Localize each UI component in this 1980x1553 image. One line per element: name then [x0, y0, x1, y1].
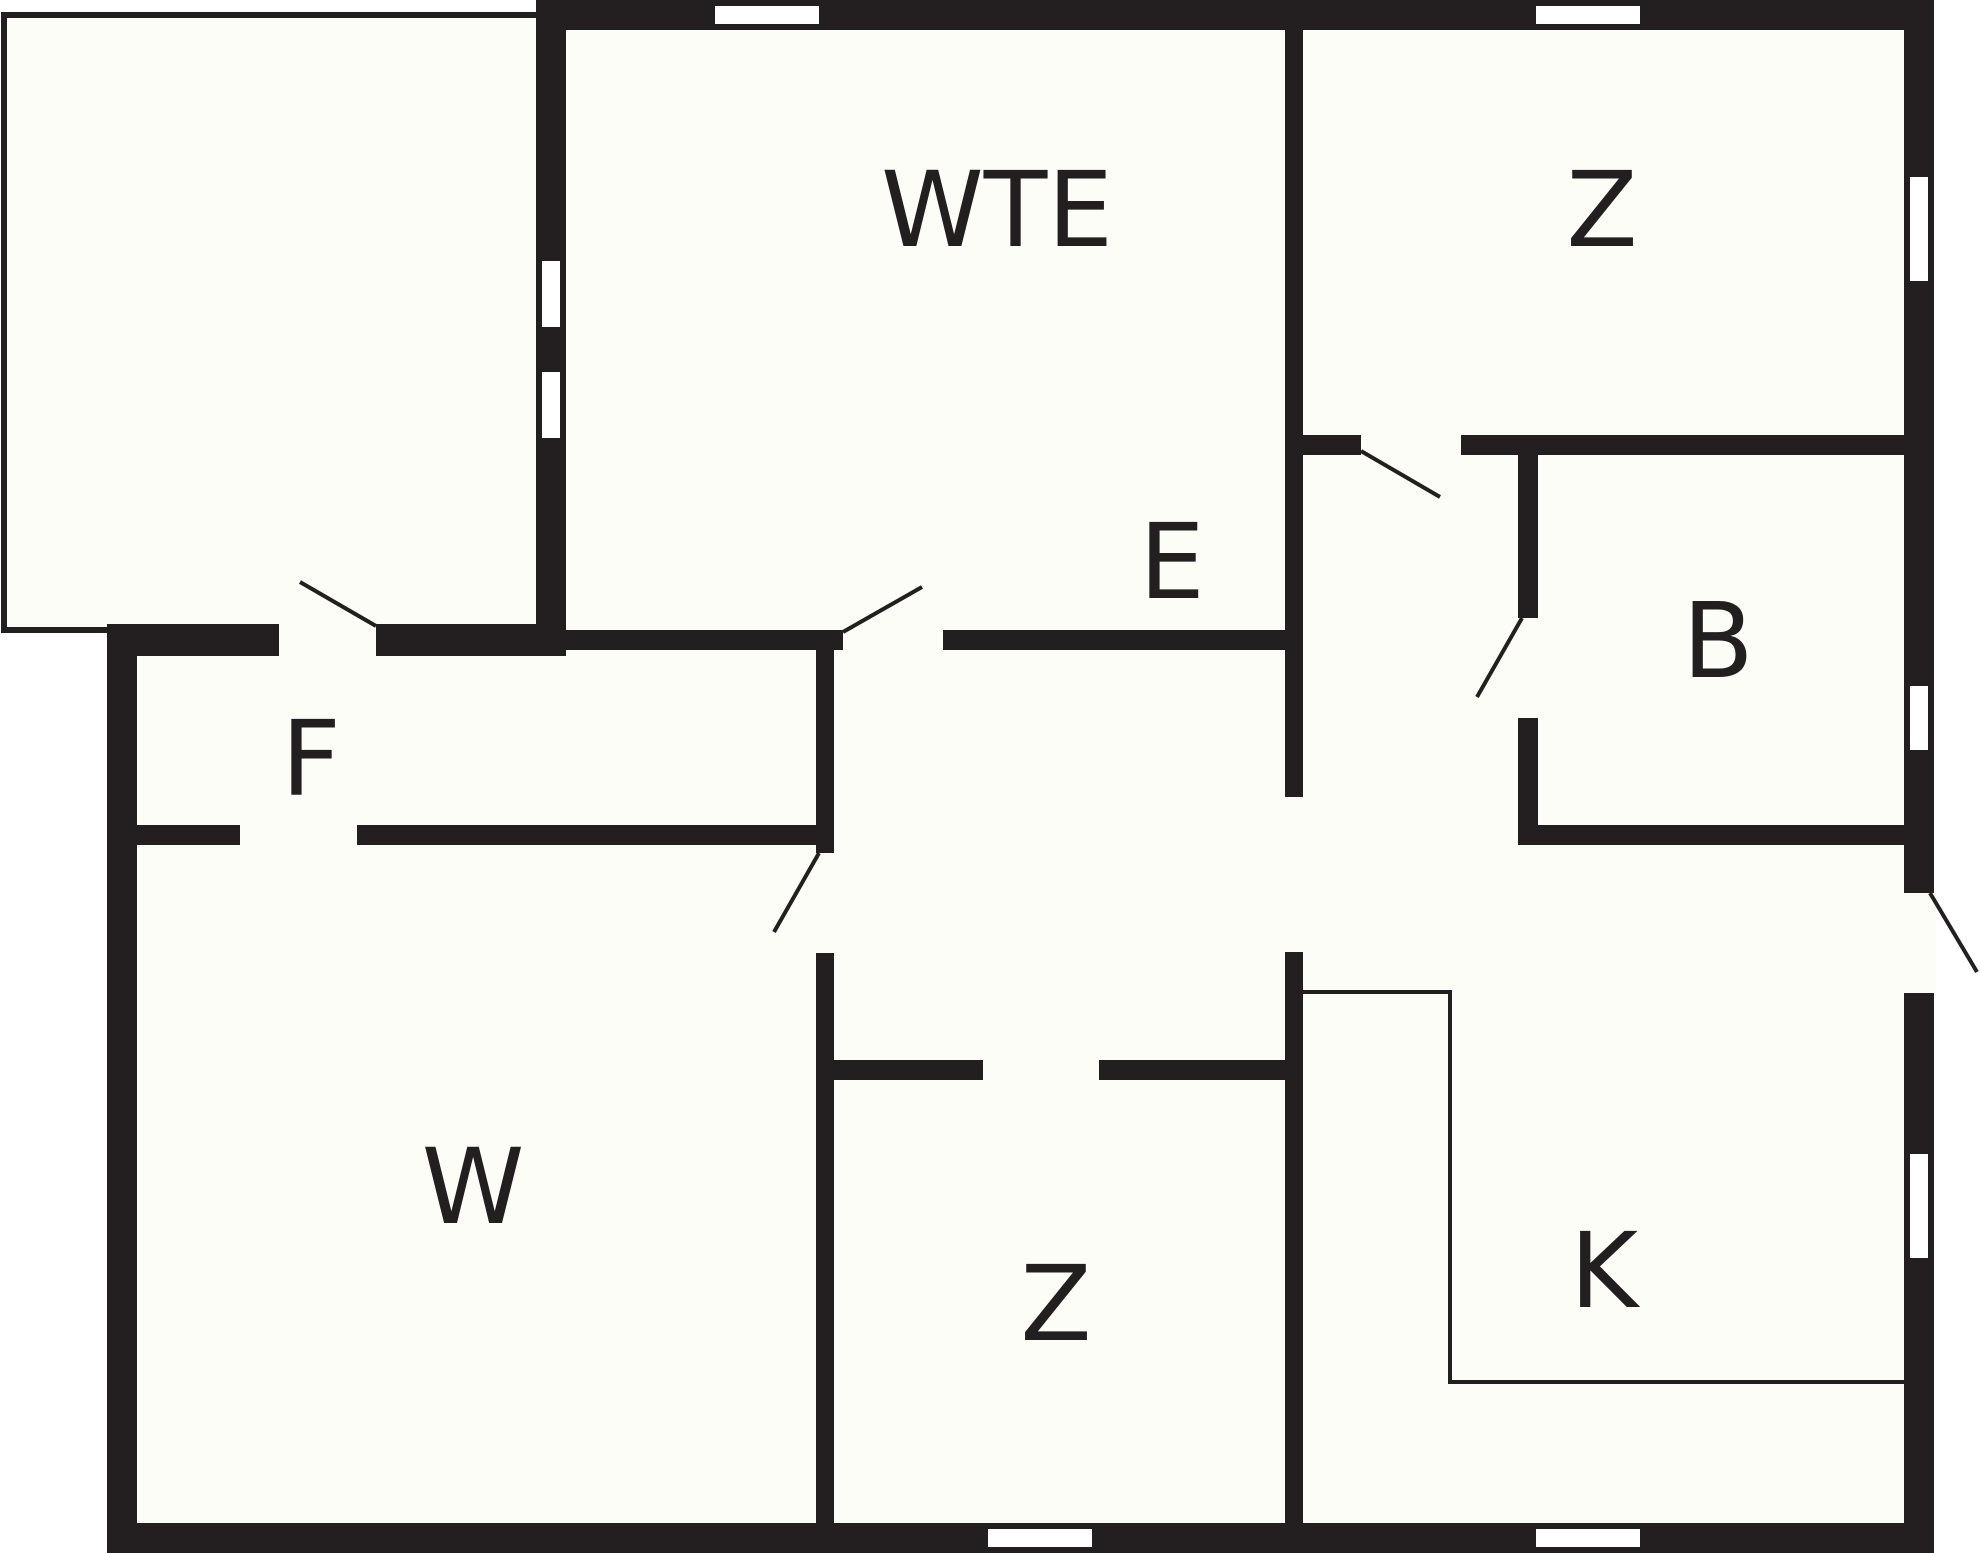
window-top-1 — [715, 6, 819, 24]
wall-bathroom-bottom — [1518, 825, 1904, 845]
kitchen-counter — [1288, 990, 1906, 1384]
wall-left — [107, 624, 137, 1553]
door-opening-bathroom — [1516, 618, 1540, 718]
room-label-entrance: E — [1139, 501, 1205, 623]
door-swings — [298, 449, 1979, 974]
window-left-2 — [542, 372, 560, 438]
door-swing-living — [772, 852, 821, 933]
wall-hall-right — [816, 650, 834, 1523]
floor-fill — [122, 15, 1926, 1537]
room-label-kitchen: K — [1570, 1210, 1641, 1332]
wall-annex-right — [536, 0, 566, 656]
door-swing-wte — [842, 585, 923, 634]
door-opening-kitchen-central — [1283, 797, 1305, 952]
terrace-area — [1, 12, 548, 633]
door-opening-bedroom-bottom — [983, 1058, 1099, 1082]
door-swing-terrace — [298, 580, 378, 628]
door-opening-front — [1902, 893, 1936, 993]
door-swing-bathroom — [1475, 617, 1524, 698]
room-label-wte: WTE — [881, 149, 1113, 271]
room-label-living: W — [422, 1126, 525, 1248]
door-opening-hall — [240, 823, 357, 847]
wall-center-vertical-lower — [1285, 952, 1303, 1523]
door-opening-entrance — [1361, 433, 1461, 457]
wall-hall-bottom — [137, 825, 816, 845]
door-opening-living — [814, 853, 836, 953]
windows — [542, 6, 1928, 1547]
window-right-2 — [1910, 686, 1928, 750]
door-opening-wte — [843, 628, 943, 652]
door-swing-front — [1928, 891, 1979, 974]
room-label-bedroom-top: Z — [1566, 149, 1637, 271]
window-bottom-2 — [1536, 1529, 1640, 1547]
window-right-3 — [1910, 1154, 1928, 1258]
room-label-hallway: F — [281, 698, 341, 820]
room-label-bathroom: B — [1682, 580, 1753, 702]
window-left-1 — [542, 261, 560, 327]
wall-center-vertical — [1285, 30, 1303, 797]
room-labels: WTE Z E B F W Z K — [281, 149, 1754, 1365]
door-openings — [240, 433, 1936, 1082]
window-top-2 — [1536, 6, 1640, 24]
door-swing-entrance — [1359, 449, 1442, 499]
window-right-1 — [1910, 177, 1928, 281]
room-label-bedroom-bottom: Z — [1020, 1243, 1091, 1365]
door-opening-terrace — [279, 622, 376, 658]
window-bottom-1 — [988, 1529, 1092, 1547]
